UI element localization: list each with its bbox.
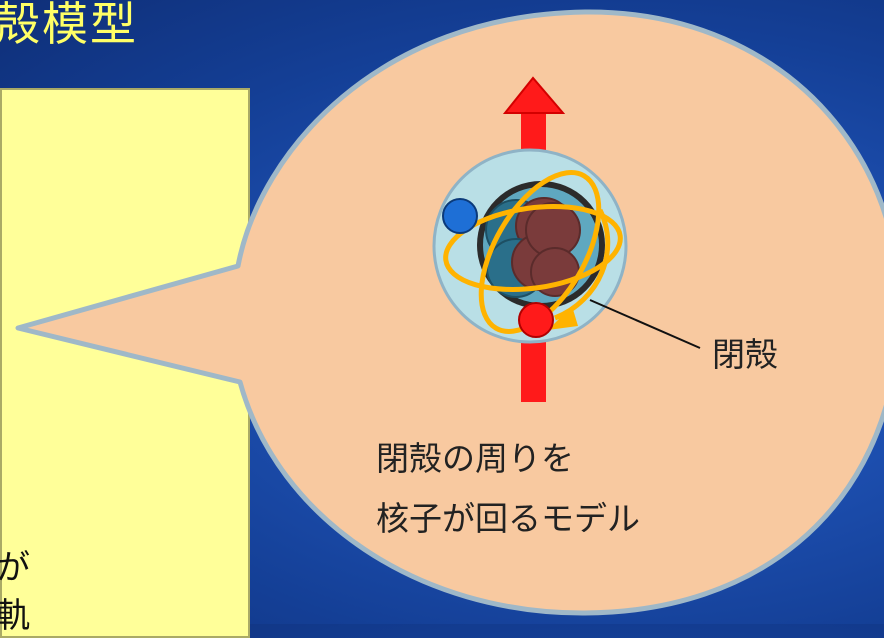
core-nucleons (485, 197, 581, 298)
valence-neutron (442, 198, 478, 234)
panel-text-line-1: が (0, 548, 30, 588)
closed-shell-pointer (589, 299, 701, 349)
slide-title: 殻模型 (0, 0, 138, 51)
speech-bubble (15, 9, 884, 616)
bubble-caption-line-2: 核子が回るモデル (376, 499, 640, 538)
valence-proton (518, 302, 554, 338)
orbit-arrowhead (548, 306, 578, 330)
bubble-caption-line-1: 閉殻の周りを (376, 439, 574, 478)
speech-bubble-illustration (15, 9, 884, 616)
closed-shell-label: 閉殻 (712, 335, 778, 374)
